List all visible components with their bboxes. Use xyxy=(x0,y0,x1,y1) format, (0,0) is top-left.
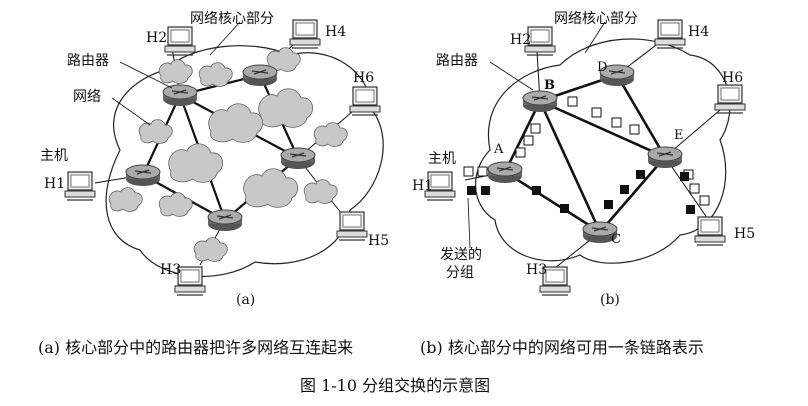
packets-path-b xyxy=(463,96,710,206)
host-h6-b: H6 xyxy=(722,70,744,86)
router-b-label: B xyxy=(544,78,555,93)
host-h3-b: H3 xyxy=(526,262,548,278)
host-h1-b: H1 xyxy=(412,178,434,194)
router-e-label: E xyxy=(674,128,684,143)
host-h2-b: H2 xyxy=(510,32,532,48)
caption-a: (a) 核心部分中的路由器把许多网络互连起来 xyxy=(38,338,354,357)
sublabel-a: (a) xyxy=(236,292,256,308)
sublabel-b: (b) xyxy=(600,292,620,308)
core-label-b: 网络核心部分 xyxy=(554,11,638,27)
host-h4-b: H4 xyxy=(688,24,710,40)
router-label-b: 路由器 xyxy=(436,53,478,69)
host-h5-a: H5 xyxy=(368,233,390,249)
router-d-label: D xyxy=(597,60,608,75)
host-h5-b: H5 xyxy=(734,226,756,242)
core-label-a: 网络核心部分 xyxy=(190,11,274,27)
packets-label-1: 发送的 xyxy=(440,247,482,263)
host-h6-a: H6 xyxy=(353,70,375,86)
router-label-a: 路由器 xyxy=(67,53,109,69)
callouts-a xyxy=(111,21,241,126)
network-label-a: 网络 xyxy=(73,89,101,105)
host-h4-a: H4 xyxy=(325,24,347,40)
host-h3-a: H3 xyxy=(160,262,182,278)
host-label-a: 主机 xyxy=(40,148,68,164)
figure-caption: 图 1-10 分组交换的示意图 xyxy=(300,376,491,395)
router-a-label: A xyxy=(494,142,504,157)
host-h1-a: H1 xyxy=(44,176,66,192)
core-cloud-b xyxy=(475,38,731,264)
packets-path-a xyxy=(467,170,695,214)
caption-b: (b) 核心部分中的网络可用一条链路表示 xyxy=(420,338,704,357)
packets-label-2: 分组 xyxy=(446,265,474,281)
callouts-b xyxy=(467,21,606,249)
host-label-b: 主机 xyxy=(428,151,456,167)
host-h2-a: H2 xyxy=(146,30,168,46)
router-c-label: C xyxy=(611,232,621,247)
